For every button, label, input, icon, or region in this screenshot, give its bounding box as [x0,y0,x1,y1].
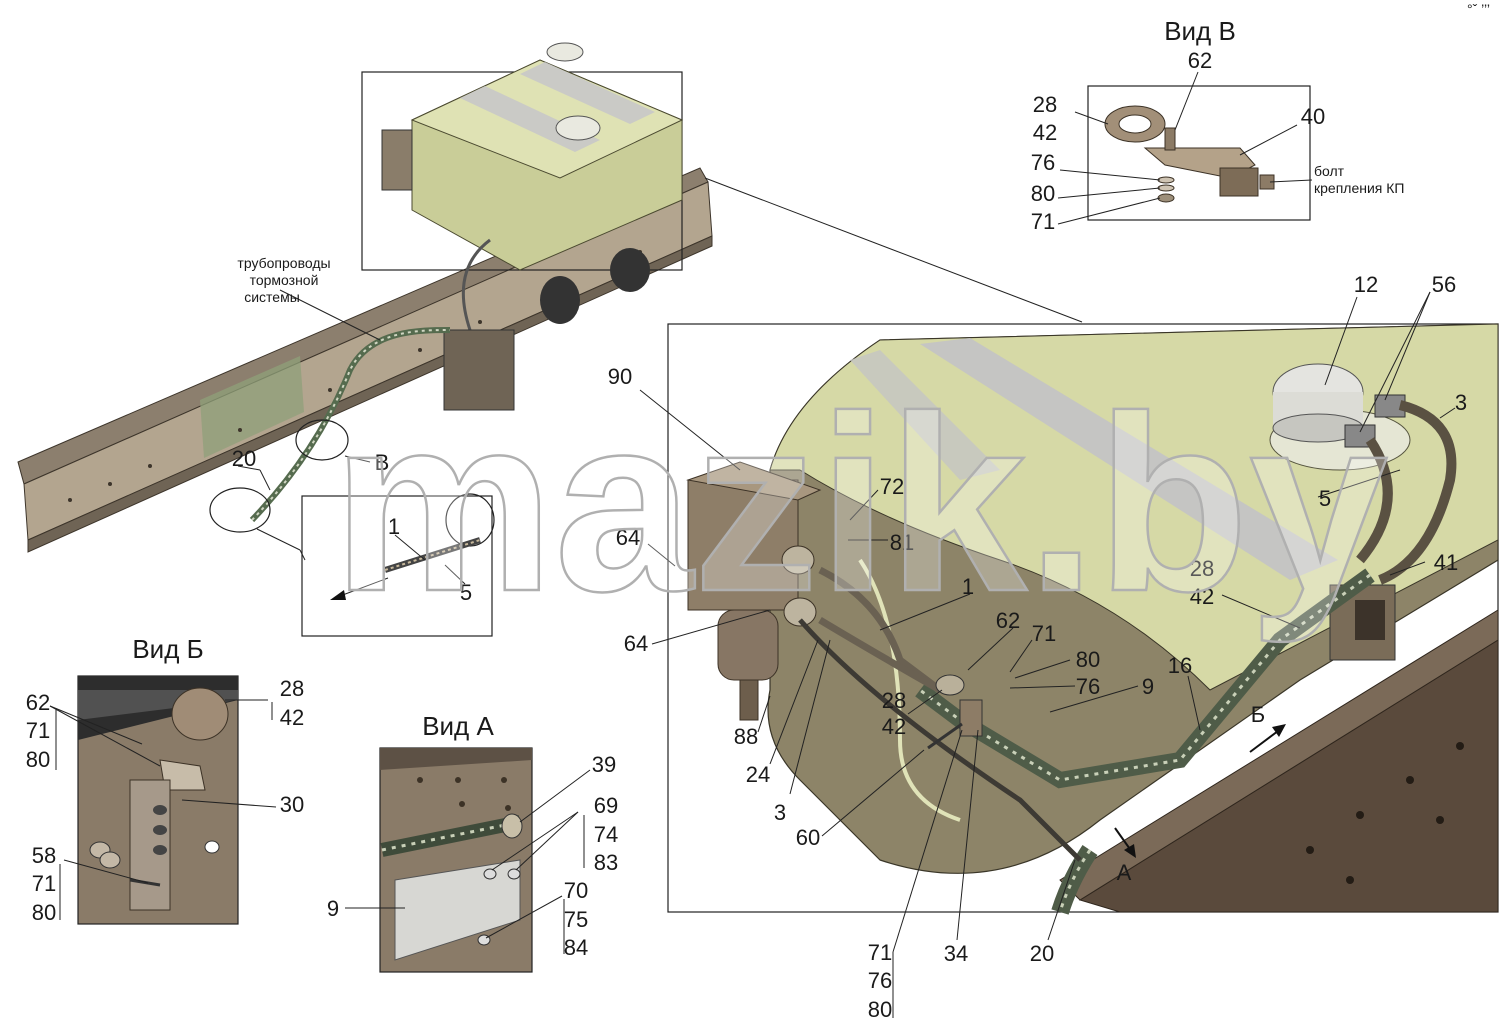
view-a-label-84: 84 [564,935,588,960]
view-a-title: Вид А [422,711,494,741]
arrow-label-a: А [1117,860,1132,885]
main-label-34: 34 [944,941,968,966]
main-label-72: 72 [880,474,904,499]
main-label-64-bottom: 64 [624,631,648,656]
view-a-label-75: 75 [564,907,588,932]
main-detail-view [667,323,1499,915]
view-v: Вид В 62 28 42 40 76 80 71 болт креплени… [1031,16,1405,234]
main-label-16: 16 [1168,653,1192,678]
main-label-90: 90 [608,364,632,389]
view-b-label-80: 80 [26,747,50,772]
main-label-88: 88 [734,724,758,749]
main-label-3-bottom: 3 [774,800,786,825]
main-label-71-bottom: 71 [868,940,892,965]
overview-label-5: 5 [460,580,472,605]
view-b-label-58: 58 [32,843,56,868]
view-b-title: Вид Б [132,634,203,664]
main-label-76: 76 [1076,674,1100,699]
main-detail-leaders [639,291,1456,1018]
brake-pipes-caption-2: тормозной [250,272,319,288]
view-a-label-39: 39 [592,752,616,777]
main-label-42-right: 42 [1190,584,1214,609]
main-label-64-top: 64 [616,525,640,550]
main-detail-labels: 12 56 3 5 41 28 42 90 72 81 64 1 64 62 7… [608,272,1467,1022]
main-label-56: 56 [1432,272,1456,297]
view-a-label-70: 70 [564,878,588,903]
main-label-24: 24 [746,762,770,787]
bolt-caption-1: болт [1314,163,1345,179]
main-label-41: 41 [1434,550,1458,575]
main-label-12: 12 [1354,272,1378,297]
view-b-label-62: 62 [26,690,50,715]
main-label-62: 62 [996,608,1020,633]
view-a-label-74: 74 [594,822,618,847]
view-v-label-71: 71 [1031,209,1055,234]
view-b-label-30: 30 [280,792,304,817]
main-label-28-left: 28 [882,688,906,713]
overview-label-20: 20 [232,446,256,471]
main-label-28-right: 28 [1190,556,1214,581]
view-b-label-71b: 71 [32,871,56,896]
view-v-label-80: 80 [1031,181,1055,206]
main-label-3-top: 3 [1455,390,1467,415]
brake-pipes-caption-3: системы [244,289,300,305]
main-label-5: 5 [1319,486,1331,511]
overview-leaders [237,177,1083,585]
view-a-label-9: 9 [327,896,339,921]
main-label-71: 71 [1032,621,1056,646]
brake-pipes-caption-1: трубопроводы [237,255,330,271]
main-label-42-left: 42 [882,714,906,739]
main-label-80-bottom: 80 [868,997,892,1022]
view-v-label-76: 76 [1031,150,1055,175]
main-label-60: 60 [796,825,820,850]
main-label-80: 80 [1076,647,1100,672]
watermark-text: mazik.by [332,364,1388,643]
main-label-1: 1 [962,574,974,599]
view-v-label-40: 40 [1301,104,1325,129]
overview-fuel-tank [361,42,684,411]
main-label-9: 9 [1142,674,1154,699]
view-v-label-42: 42 [1033,120,1057,145]
arrow-label-b: Б [1251,702,1265,727]
view-b-label-80b: 80 [32,900,56,925]
overview-callouts [209,419,495,637]
view-v-label-28: 28 [1033,92,1057,117]
view-b: Вид Б 62 71 80 28 42 30 58 71 80 [26,634,304,925]
bolt-caption-2: крепления КП [1314,180,1404,196]
view-b-label-42: 42 [280,705,304,730]
main-label-81: 81 [890,530,914,555]
view-a-label-83: 83 [594,850,618,875]
view-v-label-62: 62 [1188,48,1212,73]
main-label-76-bottom: 76 [868,968,892,993]
view-a-label-69: 69 [594,793,618,818]
overview-label-1: 1 [388,514,400,539]
view-b-label-71: 71 [26,718,50,743]
view-v-title: Вид В [1164,16,1236,46]
arrow-label-v: В [375,450,390,475]
view-b-label-28: 28 [280,676,304,701]
corner-mark: °ˇ ’’’ [1467,1,1490,17]
main-label-20: 20 [1030,941,1054,966]
view-a: Вид А 39 69 74 83 70 75 84 9 [327,711,618,973]
